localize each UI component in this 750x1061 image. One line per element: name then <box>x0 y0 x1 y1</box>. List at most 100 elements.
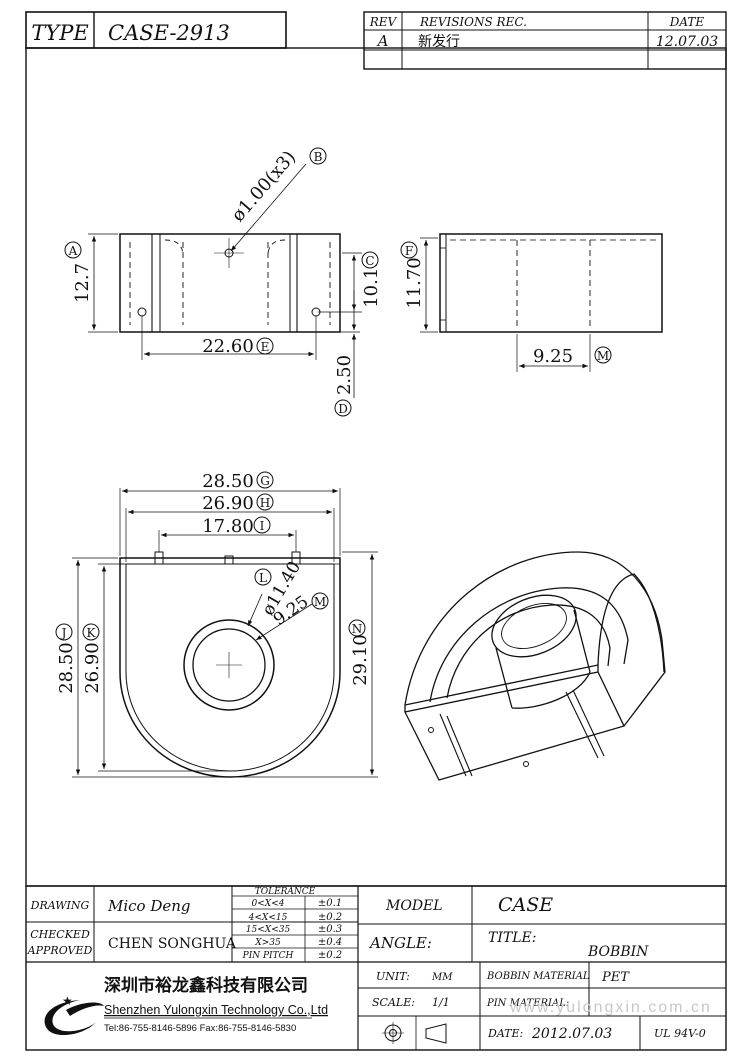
svg-text:B: B <box>314 150 323 164</box>
dimension-d-value: 2.50 <box>334 355 355 395</box>
date-field-label: DATE: <box>487 1027 523 1040</box>
side-view-labels: 11.70 9.25 <box>404 257 573 367</box>
front-view <box>88 163 362 398</box>
callout-j: J <box>55 623 73 641</box>
company-logo-icon: ★ <box>44 994 104 1036</box>
callout-m: M <box>311 592 329 610</box>
dimension-a-value: 12.7 <box>72 263 93 303</box>
unit-label: UNIT: <box>376 970 410 983</box>
front-view-labels: 12.7 ø1.00(x3) 10.15 22.60 2.50 <box>72 147 382 395</box>
callout-i: I <box>253 516 271 534</box>
isometric-view <box>404 551 666 781</box>
checked-value: CHEN SONGHUA <box>108 936 237 952</box>
pin-material-label: PIN MATERIAL: <box>486 998 569 1009</box>
dimension-k-value: 26.90 <box>82 642 103 694</box>
company-name-en: Shenzhen Yulongxin Technology Co.,Ltd <box>104 1003 328 1017</box>
tolerance-range-4: X>35 <box>254 938 281 948</box>
projection-symbol-icon <box>382 1022 447 1044</box>
revision-table: REV REVISIONS REC. DATE A 新发行 12.07.03 <box>363 11 727 70</box>
checked-label: CHECKED <box>30 928 90 941</box>
tolerance-value-2: ±0.2 <box>318 912 342 923</box>
revision-note: 新发行 <box>418 34 460 50</box>
drawing-label: DRAWING <box>30 899 90 912</box>
dimension-c-value: 10.15 <box>361 256 382 308</box>
dimension-n-value: 29.10 <box>350 634 371 686</box>
svg-text:I: I <box>260 519 265 533</box>
svg-text:M: M <box>597 349 609 363</box>
tolerance-value-3: ±0.3 <box>318 924 342 935</box>
dimension-b-value: ø1.00(x3) <box>228 147 301 226</box>
callout-a: A <box>64 241 82 259</box>
type-box: TYPE CASE-2913 <box>25 11 287 49</box>
svg-text:N: N <box>352 622 363 636</box>
type-label: TYPE <box>31 21 88 45</box>
svg-text:A: A <box>68 244 78 258</box>
dimension-f-value: 11.70 <box>404 257 425 309</box>
callout-bubbles: A B C D E F G H I J K L M M N <box>55 147 612 641</box>
tolerance-range-1: 0<X<4 <box>252 899 285 909</box>
svg-text:H: H <box>260 496 270 510</box>
side-view <box>420 233 663 372</box>
callout-e: E <box>256 337 274 355</box>
dimension-m-side-value: 9.25 <box>533 346 573 367</box>
ul-rating: UL 94V-0 <box>654 1027 706 1040</box>
watermark-text: www.yulongxin.com.cn <box>509 999 712 1016</box>
date-field-value: 2012.07.03 <box>531 1026 612 1042</box>
dimension-j-value: 28.50 <box>56 642 77 694</box>
svg-text:L: L <box>259 571 267 585</box>
title-label: TITLE: <box>488 930 536 946</box>
revisions-rec-label: REVISIONS REC. <box>419 15 527 29</box>
company-info: 深圳市裕龙鑫科技有限公司 Shenzhen Yulongxin Technolo… <box>104 975 328 1034</box>
dimension-e-value: 22.60 <box>202 336 254 357</box>
svg-text:C: C <box>365 254 374 268</box>
tolerance-value-4: ±0.4 <box>318 937 342 948</box>
title-block <box>25 885 727 1051</box>
top-view-labels: 28.50 26.90 17.80 28.50 26.90 ø11.40 9.2… <box>56 471 371 694</box>
svg-text:G: G <box>260 474 270 488</box>
model-value: CASE <box>498 894 553 916</box>
tolerance-range-3: 15<X<35 <box>246 925 291 935</box>
tolerance-range-2: 4<X<15 <box>248 913 288 923</box>
svg-text:M: M <box>314 595 326 609</box>
callout-c: C <box>361 251 379 269</box>
svg-text:K: K <box>87 626 97 640</box>
bobbin-material-label: BOBBIN MATERIAL <box>486 971 590 982</box>
tolerance-label: TOLERANCE <box>255 887 316 897</box>
svg-text:E: E <box>261 340 270 354</box>
svg-text:F: F <box>405 244 413 258</box>
company-contact: Tel:86-755-8146-5896 Fax:86-755-8146-583… <box>104 1023 296 1034</box>
callout-b: B <box>309 147 327 165</box>
top-view <box>72 488 378 778</box>
callout-f: F <box>400 241 418 259</box>
title-block-text: DRAWING Mico Deng CHECKED APPROVED CHEN … <box>27 887 712 1042</box>
type-value: CASE-2913 <box>108 21 230 45</box>
scale-value: 1/1 <box>432 996 450 1009</box>
rev-value: A <box>376 32 389 50</box>
unit-value: MM <box>431 972 453 983</box>
date-label: DATE <box>669 15 705 29</box>
callout-l: L <box>254 568 272 586</box>
callout-m-side: M <box>594 346 612 364</box>
logo-star: ★ <box>62 994 73 1008</box>
callout-g: G <box>256 471 274 489</box>
rev-label: REV <box>369 15 398 29</box>
tolerance-range-5: PIN PITCH <box>242 951 294 961</box>
callout-k: K <box>82 623 100 641</box>
title-value: BOBBIN <box>587 944 649 960</box>
bobbin-material-value: PET <box>601 970 630 985</box>
callout-n: N <box>348 619 366 637</box>
drawing-frame <box>25 47 727 887</box>
callout-d: D <box>334 399 352 417</box>
scale-label: SCALE: <box>372 996 415 1009</box>
svg-text:J: J <box>60 626 67 640</box>
callout-h: H <box>256 493 274 511</box>
approved-label: APPROVED <box>27 944 93 957</box>
revision-date: 12.07.03 <box>656 34 718 50</box>
dimension-g-value: 28.50 <box>202 471 254 492</box>
tolerance-value-5: ±0.2 <box>318 950 342 961</box>
angle-label: ANGLE: <box>368 934 432 952</box>
company-name-cn: 深圳市裕龙鑫科技有限公司 <box>104 975 308 996</box>
dimension-i-value: 17.80 <box>202 516 254 537</box>
dimension-h-value: 26.90 <box>202 493 254 514</box>
